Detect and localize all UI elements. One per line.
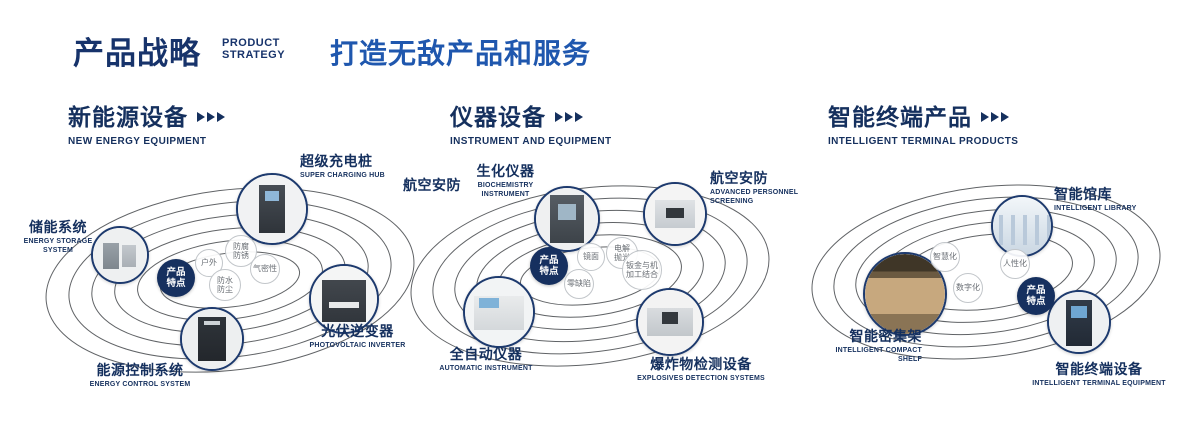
- energy-storage-photo: [93, 228, 147, 282]
- product-features-badge-new-energy: 产品特点: [157, 259, 195, 297]
- label-biochemistry-en: BIOCHEMISTRY INSTRUMENT: [477, 182, 534, 199]
- label-aviation-security-left-cn: 航空安防: [403, 177, 461, 193]
- tagline: 打造无敌产品和服务: [330, 38, 592, 69]
- section-header-instrument: 仪器设备 INSTRUMENT AND EQUIPMENT: [450, 98, 611, 147]
- label-compact-shelf-en: INTELLIGENT COMPACT SHELF: [835, 347, 922, 364]
- label-photovoltaic-inverter-cn: 光伏逆变器: [321, 323, 394, 339]
- product-image-automatic-instrument: [463, 276, 535, 348]
- label-terminal-equipment: 智能终端设备 INTELLIGENT TERMINAL EQUIPMENT: [1028, 361, 1170, 388]
- triple-arrow-icon: [555, 111, 583, 122]
- library-photo: [993, 197, 1051, 255]
- product-image-photovoltaic-inverter: [309, 264, 379, 334]
- label-compact-shelf-cn: 智能密集架: [849, 328, 922, 344]
- feature-bubble-outdoor: 户外: [195, 249, 223, 277]
- label-automatic-instrument-cn: 全自动仪器: [449, 346, 523, 362]
- section-subtitle-intelligent: INTELLIGENT TERMINAL PRODUCTS: [828, 136, 1019, 147]
- feature-bubble-waterproof: 防水防尘: [209, 269, 241, 301]
- label-energy-storage-en: ENERGY STORAGE SYSTEM: [23, 238, 93, 255]
- section-title-intelligent: 智能终端产品: [828, 104, 972, 130]
- section-subtitle-instrument: INSTRUMENT AND EQUIPMENT: [450, 136, 612, 147]
- page-title-en-line1: PRODUCT: [222, 37, 280, 49]
- screening-photo: [645, 184, 705, 244]
- product-image-explosives-detection: [636, 288, 704, 356]
- page-title: 产品战略: [73, 36, 201, 71]
- label-energy-control-cn: 能源控制系统: [96, 362, 184, 378]
- label-energy-storage: 储能系统 ENERGY STORAGE SYSTEM: [18, 219, 98, 255]
- label-super-charging-hub-en: SUPER CHARGING HUB: [300, 172, 385, 180]
- badge-text: 产品特点: [539, 254, 559, 277]
- section-title-new-energy: 新能源设备: [68, 104, 188, 130]
- feature-bubble-mirror: 镜面: [577, 243, 605, 271]
- label-photovoltaic-inverter-en: PHOTOVOLTAIC INVERTER: [309, 342, 406, 350]
- label-personnel-screening: 航空安防 ADVANCED PERSONNEL SCREENING: [710, 170, 818, 206]
- label-super-charging-hub-cn: 超级充电桩: [300, 153, 373, 169]
- page-title-en: PRODUCT STRATEGY: [222, 37, 285, 61]
- label-biochemistry-cn: 生化仪器: [476, 163, 535, 179]
- label-explosives-detection-cn: 爆炸物检测设备: [650, 356, 752, 372]
- product-image-biochemistry: [534, 186, 600, 252]
- label-terminal-equipment-cn: 智能终端设备: [1055, 361, 1143, 377]
- label-super-charging-hub: 超级充电桩 SUPER CHARGING HUB: [300, 153, 412, 180]
- triple-arrow-icon: [197, 111, 225, 122]
- product-features-badge-instrument: 产品特点: [530, 247, 568, 285]
- label-explosives-detection: 爆炸物检测设备 EXPLOSIVES DETECTION SYSTEMS: [630, 356, 772, 383]
- product-image-intelligent-library: [991, 195, 1053, 257]
- label-compact-shelf: 智能密集架 INTELLIGENT COMPACT SHELF: [812, 328, 922, 364]
- feature-bubble-humanized: 人性化: [1000, 249, 1030, 279]
- badge-text: 产品特点: [1026, 284, 1046, 307]
- section-subtitle-new-energy: NEW ENERGY EQUIPMENT: [68, 136, 207, 147]
- product-features-badge-intelligent: 产品特点: [1017, 277, 1055, 315]
- feature-bubble-digital: 数字化: [953, 273, 983, 303]
- label-automatic-instrument: 全自动仪器 AUTOMATIC INSTRUMENT: [430, 346, 542, 373]
- page-title-en-line2: STRATEGY: [222, 49, 286, 62]
- section-header-intelligent: 智能终端产品 INTELLIGENT TERMINAL PRODUCTS: [828, 98, 1018, 147]
- charging-hub-photo: [238, 175, 306, 243]
- feature-bubble-zero-defect: 零缺陷: [564, 269, 594, 299]
- product-image-energy-storage: [91, 226, 149, 284]
- product-image-personnel-screening: [643, 182, 707, 246]
- label-energy-control-en: ENERGY CONTROL SYSTEM: [89, 381, 191, 389]
- feature-bubble-sheetmetal-machining: 钣金与机加工结合: [622, 250, 662, 290]
- biochemistry-photo: [536, 188, 598, 250]
- label-aviation-security-left: 航空安防: [403, 177, 473, 193]
- section-header-new-energy: 新能源设备 NEW ENERGY EQUIPMENT: [68, 98, 225, 147]
- label-personnel-screening-en: ADVANCED PERSONNEL SCREENING: [710, 189, 799, 206]
- label-photovoltaic-inverter: 光伏逆变器 PHOTOVOLTAIC INVERTER: [300, 323, 415, 350]
- label-automatic-instrument-en: AUTOMATIC INSTRUMENT: [439, 365, 533, 373]
- label-personnel-screening-cn: 航空安防: [710, 170, 768, 186]
- label-intelligent-library-en: INTELLIGENT LIBRARY: [1054, 205, 1137, 213]
- compact-shelf-photo: [865, 254, 945, 334]
- product-image-energy-control: [180, 307, 244, 371]
- label-intelligent-library: 智能馆库 INTELLIGENT LIBRARY: [1054, 186, 1164, 213]
- terminal-equipment-photo: [1049, 292, 1109, 352]
- automatic-instrument-photo: [465, 278, 533, 346]
- product-image-terminal-equipment: [1047, 290, 1111, 354]
- label-terminal-equipment-en: INTELLIGENT TERMINAL EQUIPMENT: [1032, 380, 1166, 388]
- label-biochemistry: 生化仪器 BIOCHEMISTRY INSTRUMENT: [458, 163, 553, 199]
- label-intelligent-library-cn: 智能馆库: [1054, 186, 1112, 202]
- label-energy-control: 能源控制系统 ENERGY CONTROL SYSTEM: [78, 362, 202, 389]
- feature-bubble-airtight: 气密性: [250, 254, 280, 284]
- badge-text: 产品特点: [166, 266, 186, 289]
- triple-arrow-icon: [981, 111, 1009, 122]
- product-image-super-charging-hub: [236, 173, 308, 245]
- section-title-instrument: 仪器设备: [450, 104, 546, 130]
- explosives-detection-photo: [638, 290, 702, 354]
- label-energy-storage-cn: 储能系统: [29, 219, 87, 235]
- control-system-photo: [182, 309, 242, 369]
- feature-bubble-intelligent: 智慧化: [930, 242, 960, 272]
- label-explosives-detection-en: EXPLOSIVES DETECTION SYSTEMS: [637, 375, 765, 383]
- inverter-photo: [311, 266, 377, 332]
